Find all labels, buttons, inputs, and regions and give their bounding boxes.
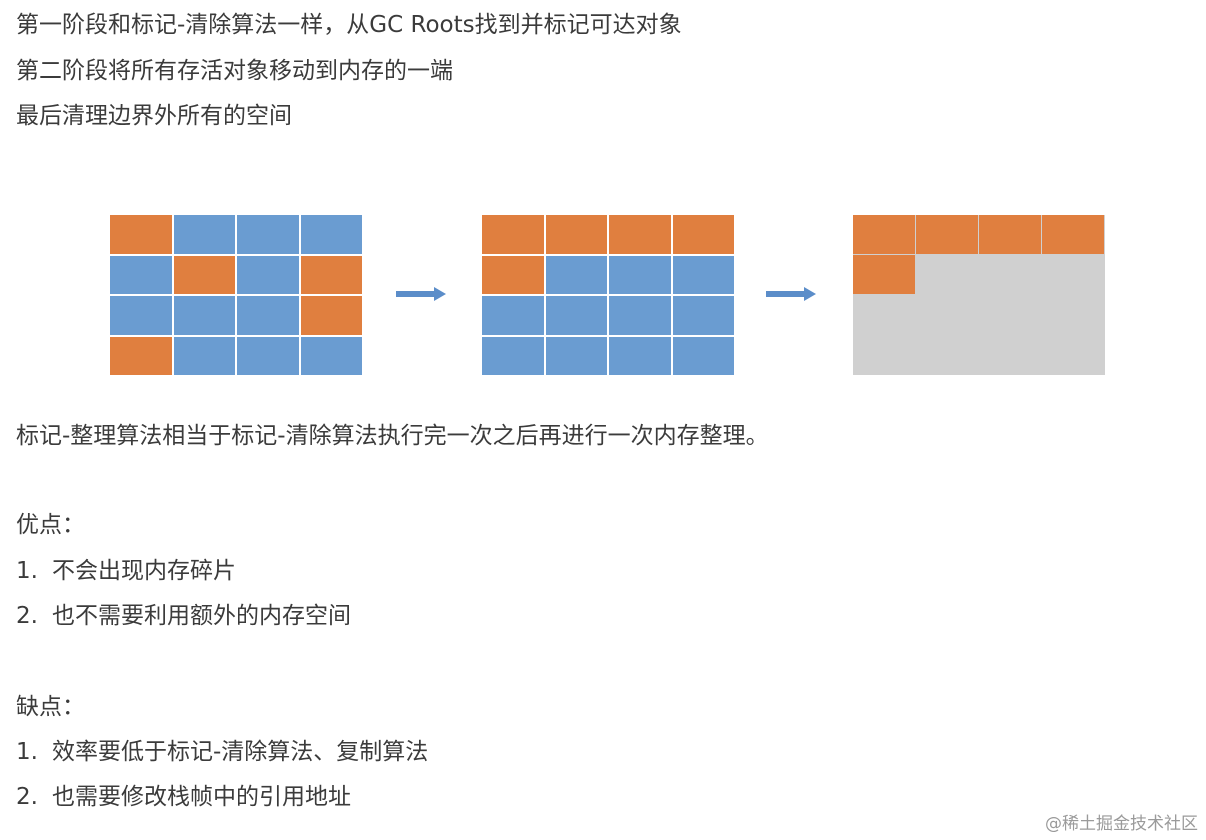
cons-item: 2. 也需要修改栈帧中的引用地址 [16,782,351,812]
garbage-object-cell [545,296,607,335]
live-object-cell [300,255,362,294]
live-object-cell [1042,215,1104,254]
garbage-object-cell [672,336,734,375]
pros-item: 1. 不会出现内存碎片 [16,556,236,586]
garbage-object-cell [110,296,172,335]
arrow-right-icon [766,287,816,301]
live-object-cell [672,215,734,254]
list-text: 不会出现内存碎片 [52,558,236,584]
garbage-object-cell [482,296,544,335]
live-object-cell [110,215,172,254]
list-text: 效率要低于标记-清除算法、复制算法 [52,739,429,765]
list-number: 2. [16,603,38,629]
garbage-object-cell [237,336,299,375]
summary-text: 标记-整理算法相当于标记-清除算法执行完一次之后再进行一次内存整理。 [16,423,769,449]
memory-grid-after-clean [853,215,1105,375]
garbage-object-cell [110,255,172,294]
garbage-object-cell [300,215,362,254]
live-object-cell [979,215,1041,254]
arrow-right-icon [396,287,446,301]
garbage-object-cell [482,336,544,375]
live-object-cell [300,296,362,335]
intro-line-2: 第二阶段将所有存活对象移动到内存的一端 [16,58,453,84]
intro-line-1: 第一阶段和标记-清除算法一样，从GC Roots找到并标记可达对象 [16,12,682,38]
live-object-cell [916,215,978,254]
pros-title: 优点： [16,512,85,538]
live-object-cell [609,215,671,254]
list-text: 也不需要利用额外的内存空间 [52,603,351,629]
garbage-object-cell [237,255,299,294]
watermark: @稀土掘金技术社区 [1045,814,1198,834]
cons-title: 缺点： [16,694,85,720]
garbage-object-cell [609,255,671,294]
live-object-cell [110,336,172,375]
garbage-object-cell [300,336,362,375]
live-object-cell [482,215,544,254]
live-object-cell [853,255,915,294]
intro-line-3: 最后清理边界外所有的空间 [16,103,292,129]
garbage-object-cell [173,215,235,254]
list-number: 1. [16,739,38,765]
memory-grid-before [110,215,362,375]
garbage-object-cell [173,296,235,335]
garbage-object-cell [237,215,299,254]
garbage-object-cell [173,336,235,375]
garbage-object-cell [609,296,671,335]
garbage-object-cell [609,336,671,375]
garbage-object-cell [545,255,607,294]
live-object-cell [173,255,235,294]
memory-grid-after-move [482,215,734,375]
garbage-object-cell [545,336,607,375]
pros-item: 2. 也不需要利用额外的内存空间 [16,601,351,631]
live-object-cell [853,215,915,254]
list-number: 2. [16,784,38,810]
garbage-object-cell [672,255,734,294]
garbage-object-cell [672,296,734,335]
list-number: 1. [16,558,38,584]
cons-item: 1. 效率要低于标记-清除算法、复制算法 [16,737,428,767]
live-object-cell [545,215,607,254]
garbage-object-cell [237,296,299,335]
list-text: 也需要修改栈帧中的引用地址 [52,784,351,810]
live-object-cell [482,255,544,294]
